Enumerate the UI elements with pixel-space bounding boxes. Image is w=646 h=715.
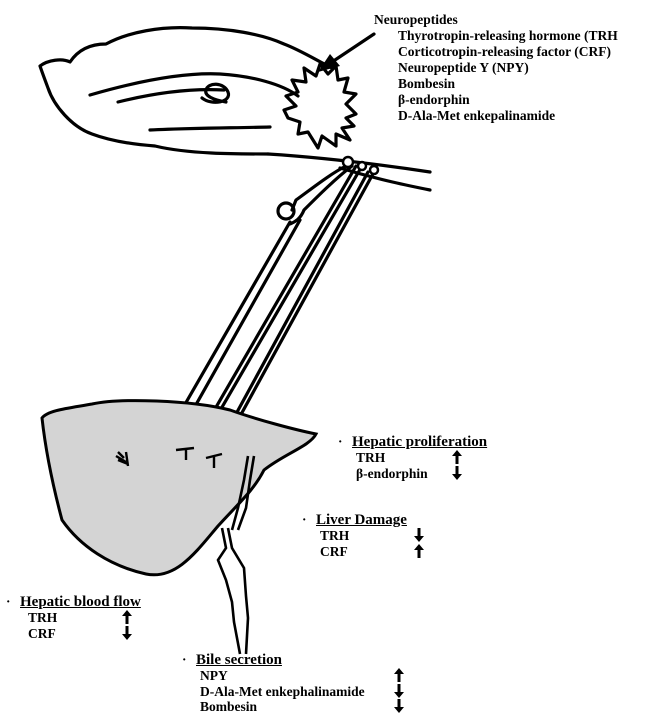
hepatic-blood-flow-title: Hepatic blood flow [20,594,141,610]
bullet: · [338,434,343,450]
neuropeptide-item: D-Ala-Met enkepalinamide [398,108,555,124]
neuropeptides-title: Neuropeptides [374,12,458,28]
liver-damage-title: Liver Damage [316,512,407,528]
up-arrow-icon [122,610,132,624]
up-arrow-icon [452,450,462,464]
effect-row-label: CRF [320,544,348,560]
corpus-callosum [90,74,298,96]
neuropeptide-item: β-endorphin [398,92,470,108]
liver [42,401,316,575]
effect-row-label: NPY [200,668,228,684]
neuropeptide-item: Bombesin [398,76,455,92]
bullet: · [302,512,307,528]
effect-row-label: β-endorphin [356,466,428,482]
down-arrow-icon [394,684,404,698]
bile-duct-right [228,528,248,654]
bullet: · [182,652,187,668]
down-arrow-icon [394,699,404,713]
hepatic-proliferation-title: Hepatic proliferation [352,434,487,450]
effect-row-label: TRH [356,450,385,466]
down-arrow-icon [414,528,424,542]
effect-row-label: Bombesin [200,699,257,715]
neuropeptide-item: Thyrotropin-releasing hormone (TRH [398,28,618,44]
brain-spiral [202,84,229,102]
up-arrow-icon [394,668,404,682]
effect-row-label: TRH [28,610,57,626]
bile-duct-left [218,528,240,654]
effect-row-label: TRH [320,528,349,544]
up-arrow-icon [414,544,424,558]
bullet: · [6,594,11,610]
effect-row-label: D-Ala-Met enkephalinamide [200,684,365,700]
nerve-left-a [292,166,346,210]
effect-row-label: CRF [28,626,56,642]
down-arrow-icon [452,466,462,480]
bile-secretion-title: Bile secretion [196,652,282,668]
down-arrow-icon [122,626,132,640]
brainstem-upper [150,127,270,130]
hypothalamus-sunburst [284,64,356,148]
neuropeptide-item: Corticotropin-releasing factor (CRF) [398,44,611,60]
neuropeptide-item: Neuropeptide Y (NPY) [398,60,529,76]
